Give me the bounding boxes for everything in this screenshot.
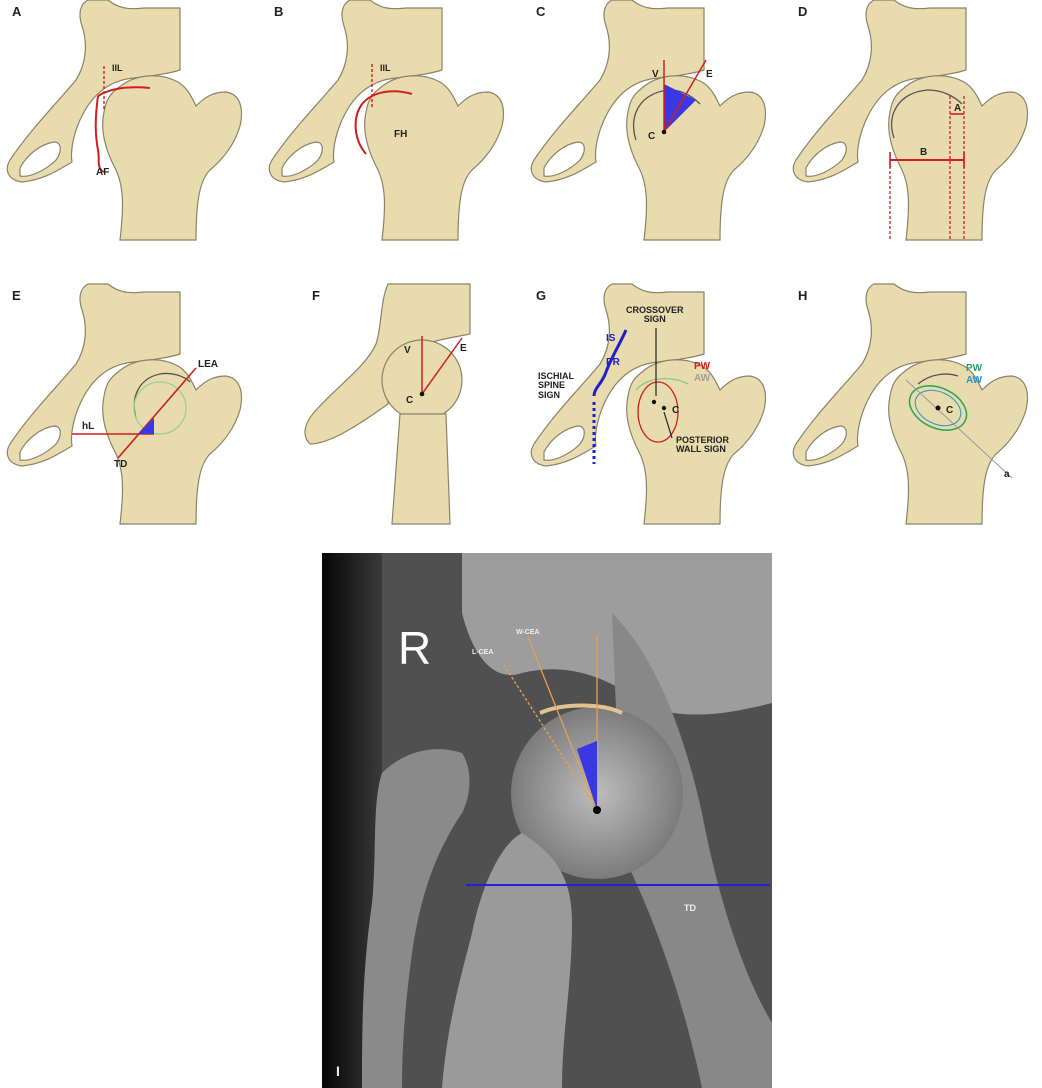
xray-image: R W-CEA L-CEA TD I [322,553,772,1088]
pw-label: PW [694,362,710,373]
panel-a-drawing [0,0,255,245]
panel-letter: B [274,4,283,19]
af-label: AF [96,168,109,179]
b-label: B [920,148,927,159]
crossover-sign-label: CROSSOVER SIGN [626,306,684,325]
td-label: TD [684,903,696,913]
panel-letter: C [536,4,545,19]
is-label: IS [606,334,615,345]
panel-b: B IIL FH [262,0,517,245]
pr-label: PR [606,358,620,369]
panel-c: C V E C [524,0,779,245]
panel-letter: E [12,288,21,303]
e-label: E [706,70,713,81]
c-label: C [672,406,679,417]
side-marker: R [398,621,431,675]
e-label: E [460,344,467,355]
pw-label: PW [966,364,982,375]
panel-h-drawing [786,284,1041,529]
aw-label: AW [966,376,982,387]
panel-letter: G [536,288,546,303]
panel-letter: F [312,288,320,303]
hl-label: hL [82,422,94,433]
v-label: V [652,70,659,81]
panel-letter: H [798,288,807,303]
panel-f: F V E C [300,284,555,529]
posterior-wall-sign-label: POSTERIOR WALL SIGN [676,436,729,455]
iil-label: IIL [380,64,391,73]
panel-h: H PW AW C a [786,284,1041,529]
panel-letter: D [798,4,807,19]
panel-b-drawing [262,0,517,245]
panel-e: E LEA hL TD [0,284,255,529]
panel-d-drawing [786,0,1041,245]
a-label: a [1004,470,1010,481]
panel-letter: A [12,4,21,19]
panel-e-drawing [0,284,255,529]
aw-label: AW [694,374,710,385]
panel-letter: I [336,1063,340,1079]
panel-a: A IIL AF [0,0,255,245]
v-label: V [404,346,411,357]
panel-f-drawing [300,284,555,529]
c-label: C [946,406,953,417]
lea-label: LEA [198,360,218,371]
panel-c-drawing [524,0,779,245]
l-cea-label: L-CEA [472,649,493,656]
td-label: TD [114,460,127,471]
c-label: C [406,396,413,407]
panel-d: D A B [786,0,1041,245]
w-cea-label: W-CEA [516,629,540,636]
c-label: C [648,132,655,143]
iil-label: IIL [112,64,123,73]
ischial-spine-sign-label: ISCHIAL SPINE SIGN [538,372,574,400]
panel-g: G CROSSOVER SIGN IS PR PW AW ISCHIAL SPI… [524,284,779,529]
a-label: A [954,104,961,115]
xray-drawing [322,553,772,1088]
fh-label: FH [394,130,407,141]
